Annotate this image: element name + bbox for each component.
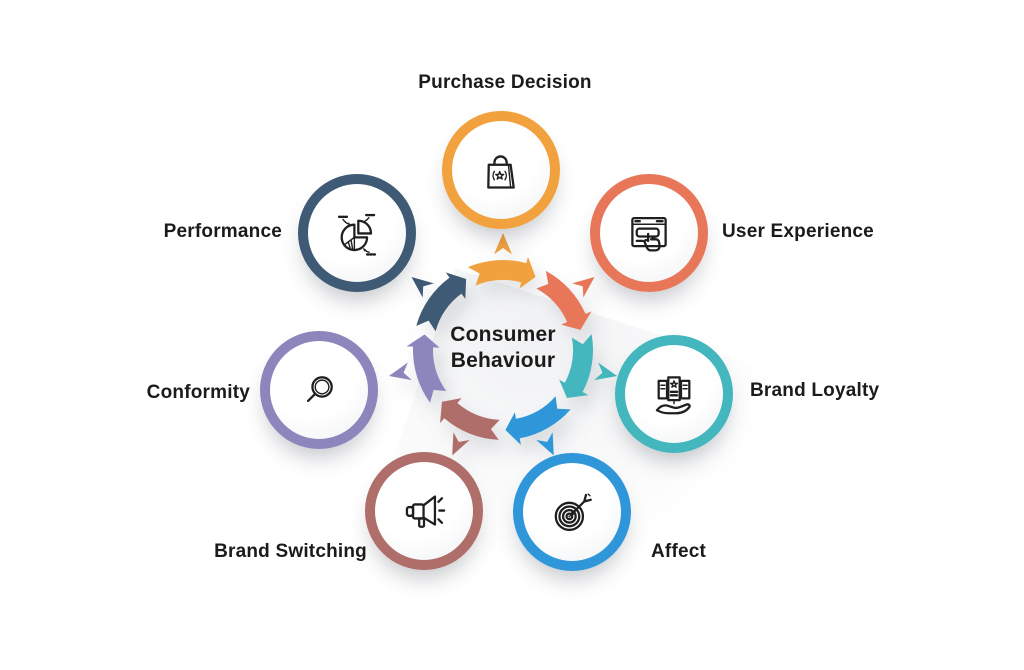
outward-arrow-performance (411, 277, 434, 298)
ring-segment-affect (505, 396, 571, 445)
node-circle-affect (513, 453, 631, 571)
loyalty-card-hand-icon (655, 376, 691, 415)
node-label-conformity: Conformity (146, 382, 250, 403)
pie-chart-icon (337, 213, 377, 256)
center-title-line2: Behaviour (450, 349, 556, 372)
ring-segment-brand-loyalty (559, 334, 593, 398)
node-circle-brand-switching (365, 452, 483, 570)
node-label-user-experience: User Experience (722, 221, 874, 242)
center-title: Consumer Behaviour (450, 322, 555, 374)
node-circle-conformity (260, 331, 378, 449)
shopping-bag-icon (487, 155, 515, 189)
outward-arrow-user-experience (572, 277, 595, 298)
node-circle-brand-loyalty (615, 335, 733, 453)
node-label-performance: Performance (163, 221, 282, 242)
node-label-purchase-decision: Purchase Decision (418, 72, 592, 93)
center-title-line1: Consumer (450, 323, 556, 346)
ring-segment-brand-switching (440, 398, 500, 440)
node-label-brand-loyalty: Brand Loyalty (750, 380, 880, 401)
browser-click-icon (631, 216, 667, 252)
ring-segment-purchase-decision (467, 256, 536, 289)
node-circle-performance (298, 174, 416, 292)
outward-arrow-affect (536, 432, 554, 456)
node-circle-purchase-decision (442, 111, 560, 229)
node-label-affect: Affect (651, 541, 707, 562)
outward-arrow-brand-switching (452, 432, 470, 456)
ring-segment-performance (416, 272, 467, 332)
outward-arrow-brand-loyalty (594, 362, 618, 381)
target-dart-icon (554, 493, 592, 532)
magnifier-icon (306, 376, 333, 403)
node-circle-user-experience (590, 174, 708, 292)
outward-arrow-purchase-decision (493, 233, 513, 255)
cycle-ring (388, 233, 618, 456)
node-label-brand-switching: Brand Switching (214, 541, 367, 562)
ring-segment-user-experience (536, 270, 592, 330)
outward-arrow-conformity (388, 362, 412, 381)
megaphone-icon (405, 495, 446, 528)
ring-segment-conformity (406, 334, 447, 403)
